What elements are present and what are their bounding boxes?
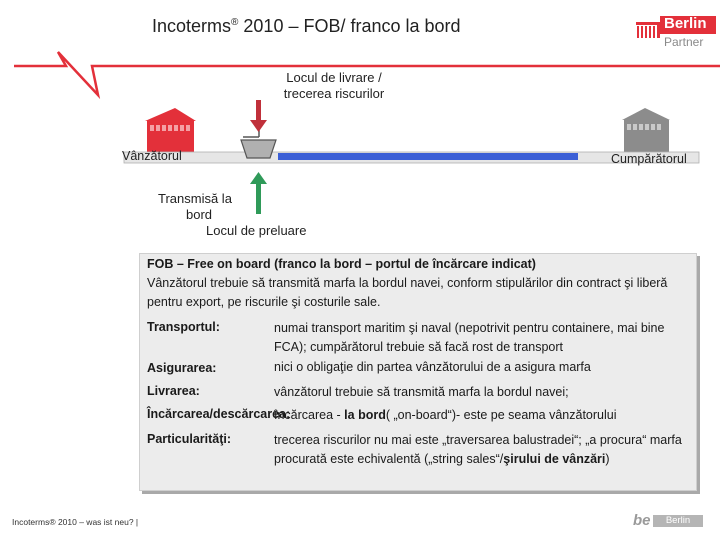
pickup-point-label: Locul de preluare xyxy=(206,223,307,238)
berlin-partner-logo: Berlin Partner xyxy=(636,12,716,52)
delivery-diagram xyxy=(123,100,700,214)
seller-label: Vânzătorul xyxy=(122,149,182,163)
insurance-text: nici o obligaţie din partea vânzătorului… xyxy=(274,360,591,374)
red-zigzag-line xyxy=(14,51,720,100)
page-title: Incoterms® 2010 – FOB/ franco la bord xyxy=(152,16,461,36)
logo-sub: Partner xyxy=(664,35,704,49)
ship-icon xyxy=(240,125,277,159)
brandenburg-gate-icon xyxy=(636,16,716,38)
transport-label: Transportul: xyxy=(147,320,220,334)
transport-text: numai transport maritim şi naval (nepotr… xyxy=(274,321,665,354)
buyer-house-icon xyxy=(622,108,670,153)
special-text: trecerea riscurilor nu mai este „travers… xyxy=(274,433,682,466)
logo-brand: Berlin xyxy=(664,15,707,32)
info-box xyxy=(139,253,697,491)
transport-route xyxy=(278,153,578,160)
delivery-label: Livrarea: xyxy=(147,384,200,398)
buyer-label: Cumpărătorul xyxy=(611,152,687,166)
footer-text: Incoterms® 2010 – was ist neu? | xyxy=(12,517,139,527)
footer-logo-be: be xyxy=(633,512,651,529)
insurance-label: Asigurarea: xyxy=(147,361,217,375)
pickup-arrow-icon xyxy=(250,172,267,214)
transmit-label: Transmisă la bord xyxy=(158,191,232,222)
fob-description: Vânzătorul trebuie să transmită marfa la… xyxy=(147,276,668,309)
loading-label: Încărcarea/descărcarea: xyxy=(147,407,291,421)
special-label: Particularităţi: xyxy=(147,432,232,446)
delivery-point-label: Locul de livrare / trecerea riscurilor xyxy=(283,70,385,101)
fob-title: FOB – Free on board (franco la bord – po… xyxy=(147,257,536,271)
delivery-text: vânzătorul trebuie să transmită marfa la… xyxy=(274,385,569,399)
risk-transfer-arrow-icon xyxy=(250,100,267,132)
footer-logo-brand: Berlin xyxy=(653,515,703,527)
loading-text: încărcarea - la bord( „on-board“)- este … xyxy=(274,408,617,422)
seller-house-icon xyxy=(145,108,196,152)
footer-logo: be Berlin xyxy=(633,512,707,530)
